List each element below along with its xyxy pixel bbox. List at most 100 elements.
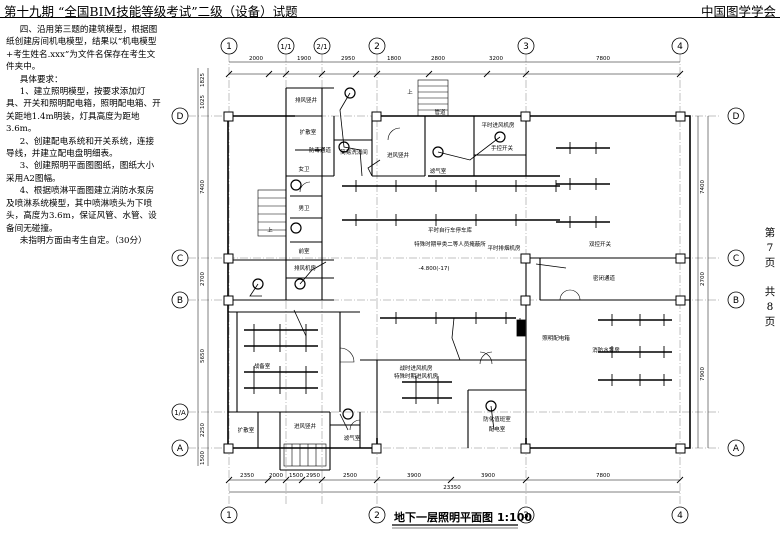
axis-grid-lines (188, 54, 720, 505)
room-label: 排风机房 (294, 264, 317, 272)
axis-label: D (177, 112, 184, 122)
room-label: 扩散室 (238, 426, 255, 434)
axis-bubble (727, 291, 745, 309)
room-label: 特殊时期甲类二等人员掩蔽所 (414, 240, 486, 248)
task-item-1: 1、建立照明模型，按要求添加灯具、开关和照明配电箱，照明配电箱、开关距地1.4m… (6, 87, 161, 135)
room-label: 平时进风机房 (481, 121, 515, 129)
dim-text: 2000 (269, 473, 283, 479)
dim-text: 3900 (481, 473, 495, 479)
room-label: 特殊时期进风机房 (394, 372, 439, 380)
axis-bubble (517, 37, 535, 55)
inner-walls (228, 87, 690, 471)
axis-label: 4 (677, 511, 683, 521)
dim-text: 7800 (596, 473, 610, 479)
elevation-label: -4.800(-17) (418, 266, 449, 272)
dim-text: 1900 (297, 56, 311, 62)
room-label: 平时排烟机房 (487, 244, 521, 252)
doors (299, 127, 581, 431)
axis-label: 3 (523, 42, 529, 52)
axis-bubble (727, 249, 745, 267)
panel-label: 照明配电箱 (542, 334, 570, 342)
axis-bubble (171, 403, 189, 421)
dimension-lines (197, 61, 709, 493)
axis-label: 1/A (174, 409, 186, 417)
room-label: 女卫 (298, 165, 310, 173)
room-label: 扩散室 (300, 128, 317, 136)
page-indicator: 第 7 页 共 8 页 (762, 226, 778, 330)
dim-text: 7400 (700, 180, 706, 194)
dim-text: 1500 (200, 451, 206, 465)
room-label: 防化值班室 (483, 415, 511, 423)
page-char: 页 (764, 316, 776, 328)
axis-bubble (171, 249, 189, 267)
axis-label: 2 (374, 511, 380, 521)
room-label: 进风竖井 (294, 422, 317, 430)
dim-text: 2700 (700, 272, 706, 286)
page-char: 7 (766, 242, 774, 254)
page-char: 共 (764, 286, 776, 298)
axis-bubble (727, 439, 745, 457)
axis-label: 2/1 (316, 43, 327, 51)
axis-bubble (727, 107, 745, 125)
axis-bubble (171, 291, 189, 309)
axis-bubble (368, 506, 386, 524)
axis-bubble (220, 506, 238, 524)
ceiling-lamps (252, 87, 506, 420)
room-label: 滤气室 (430, 167, 447, 175)
dim-text: 1500 (289, 473, 303, 479)
axis-label: B (733, 296, 739, 306)
axis-bubbles-top: 1 1/1 2/1 2 3 4 (220, 37, 689, 55)
dim-text: 1800 (387, 56, 401, 62)
room-label: 管道 (434, 108, 446, 116)
room-label: 男卫 (298, 205, 310, 212)
axis-bubbles-bottom: 1 2 3 4 (220, 506, 689, 524)
axis-bubble (517, 506, 535, 524)
page-char: 8 (766, 301, 774, 313)
dim-text: 7800 (596, 56, 610, 62)
axis-label: D (733, 112, 740, 122)
page-char: 页 (764, 257, 776, 269)
axis-label: 1 (226, 42, 232, 52)
axis-label: 2 (374, 42, 380, 52)
axis-bubble (671, 37, 689, 55)
lighting-panel (516, 319, 526, 337)
axis-bubble (277, 37, 295, 55)
task-item-4: 4、根据喷淋平面图建立消防水泵房及喷淋系统模型，其中喷淋喷头为下喷头，高度为3.… (6, 186, 157, 234)
exam-title: 第十九期 “全国BIM技能等级考试”二级（设备）试题 (4, 4, 298, 19)
axis-label: A (733, 444, 740, 454)
drawing-scale-text: 1:100 (497, 511, 532, 524)
dim-text: 3900 (407, 473, 421, 479)
outer-walls (227, 115, 691, 449)
axis-bubbles-left: D C B 1/A A (171, 107, 189, 457)
task-note: 未指明方面由考生自定。（30分） (19, 235, 147, 246)
axis-bubble (313, 37, 331, 55)
room-label: 消防水泵房 (592, 346, 620, 354)
dim-text: 1025 (200, 95, 206, 109)
dim-total-text: 23350 (443, 485, 461, 491)
room-label: 排风竖井 (295, 96, 318, 104)
axis-label: B (177, 296, 183, 306)
axis-label: C (177, 254, 183, 264)
axis-label: 3 (523, 511, 529, 521)
axis-bubbles-right: D C B A (727, 107, 745, 457)
task-description: 四、沿用第三题的建筑模型，根据图纸创建房间机电模型，结果以“机电模型+考生姓名.… (6, 24, 161, 247)
axis-bubble (171, 107, 189, 125)
axis-label: A (177, 444, 184, 454)
dim-text: 2950 (306, 473, 320, 479)
room-labels: 排风竖井 扩散室 扩散室 防毒通道 简易洗消间 进风竖井 滤气室 进风竖井 女卫… (238, 88, 621, 442)
room-label: 简易洗消间 (340, 148, 368, 156)
dim-text: 3200 (489, 56, 503, 62)
axis-bubble (171, 439, 189, 457)
room-label: 防毒通道 (309, 146, 332, 154)
room-label: 配电室 (489, 425, 506, 433)
dim-text: 2950 (341, 56, 355, 62)
task-item-3: 3、创建照明平面图图纸，图纸大小采用A2图幅。 (6, 161, 155, 184)
axis-bubble (368, 37, 386, 55)
dim-text: 7900 (700, 367, 706, 381)
axis-bubble (220, 37, 238, 55)
room-label: 密闭通道 (593, 274, 616, 282)
room-label: 滤气室 (344, 434, 361, 442)
room-label: 进风竖井 (387, 151, 410, 159)
drawing-title-text: 地下一层照明平面图 (394, 510, 493, 524)
axis-label: 1/1 (280, 43, 291, 51)
